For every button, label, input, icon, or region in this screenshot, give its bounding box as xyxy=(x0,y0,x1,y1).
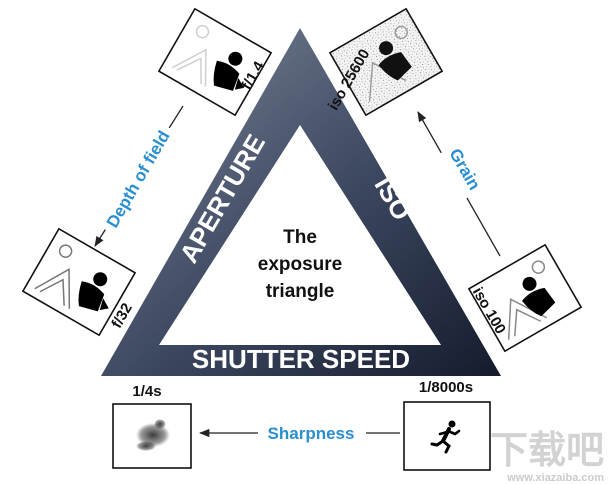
shutter-1-4s-label: 1/4s xyxy=(132,383,161,400)
site-watermark: 下载吧 www.xiazaiba.com xyxy=(490,430,604,484)
sharpness-label-bg xyxy=(258,421,366,445)
motion-blur-runner-icon xyxy=(136,419,170,451)
triangle xyxy=(101,28,501,376)
watermark-logo: 下载吧 xyxy=(490,430,604,472)
photo-iso-high xyxy=(328,7,444,117)
shutter-1-8000s-label: 1/8000s xyxy=(419,379,473,396)
photo-shutter-slow xyxy=(112,403,192,469)
watermark-url: www.xiazaiba.com xyxy=(506,472,604,484)
runner-icon xyxy=(78,272,109,312)
photo-aperture-narrow xyxy=(21,227,137,337)
blurry-background-icon xyxy=(172,24,210,87)
runner-grainy-icon xyxy=(378,41,412,81)
center-title-line-2: exposure xyxy=(258,254,342,275)
photo-shutter-fast xyxy=(403,401,491,471)
sharpness-label: Sharpness xyxy=(268,424,355,443)
sharp-background-icon xyxy=(34,244,73,309)
center-title-line-1: The xyxy=(283,227,317,248)
triangle-ring xyxy=(101,28,501,376)
photo-aperture-wide xyxy=(157,7,273,117)
runner-sharp-icon xyxy=(213,51,244,91)
aperture-side-label: APERTURE xyxy=(173,129,270,268)
grain-label-bg xyxy=(438,142,486,200)
center-title: The exposure triangle xyxy=(258,227,342,302)
depth-of-field-label: Depth of field xyxy=(103,127,174,231)
depth-of-field-label-bg xyxy=(100,123,182,239)
center-title-line-3: triangle xyxy=(266,281,335,302)
runner-clean-icon xyxy=(522,276,556,317)
photo-iso-low xyxy=(467,243,583,353)
shutter-speed-side-label: SHUTTER SPEED xyxy=(192,344,410,374)
running-person-icon xyxy=(430,420,461,454)
